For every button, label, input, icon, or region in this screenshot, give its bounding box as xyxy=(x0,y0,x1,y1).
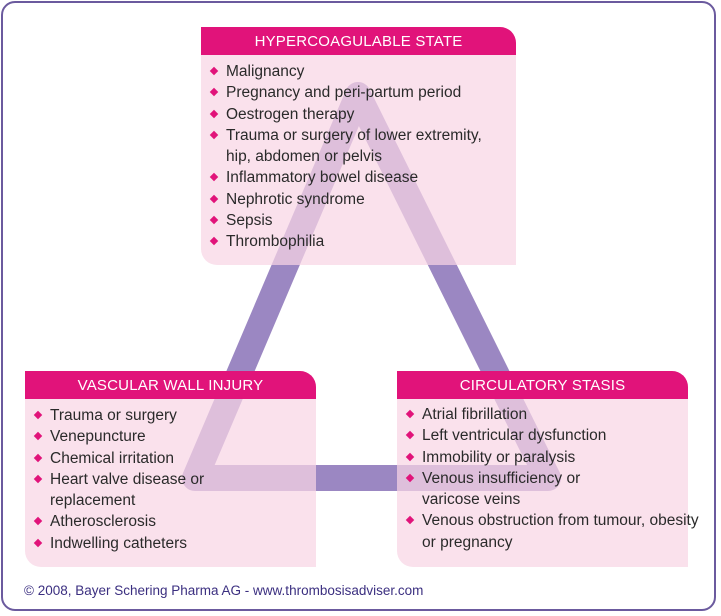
diamond-bullet-icon xyxy=(405,409,415,419)
copyright-footer: © 2008, Bayer Schering Pharma AG - www.t… xyxy=(24,583,424,598)
list-item: Sepsis xyxy=(201,210,516,231)
hypercoagulable-state-box: HYPERCOAGULABLE STATE Malignancy Pregnan… xyxy=(201,27,516,265)
diamond-bullet-icon xyxy=(33,410,43,420)
vascular-wall-injury-title: VASCULAR WALL INJURY xyxy=(25,371,316,399)
diamond-bullet-icon xyxy=(405,452,415,461)
list-item: Nephrotic syndrome xyxy=(201,189,516,210)
circulatory-stasis-box: CIRCULATORY STASIS Atrial fibrillation L… xyxy=(397,371,699,567)
diamond-bullet-icon xyxy=(33,453,43,462)
hypercoagulable-state-title: HYPERCOAGULABLE STATE xyxy=(201,27,516,55)
list-item: Chemical irritation xyxy=(25,448,316,469)
list-item: Venepuncture xyxy=(25,426,316,447)
circulatory-stasis-title: CIRCULATORY STASIS xyxy=(397,371,688,399)
list-item: Venous insufficiency or varicose veins xyxy=(397,468,622,511)
list-item: Immobility or paralysis xyxy=(397,447,688,468)
diamond-bullet-icon xyxy=(209,215,219,225)
diamond-bullet-icon xyxy=(405,516,415,525)
diamond-bullet-icon xyxy=(209,88,219,97)
vascular-wall-injury-list: Trauma or surgery Venepuncture Chemical … xyxy=(25,399,316,554)
list-item: Thrombophilia xyxy=(201,231,516,252)
diamond-bullet-icon xyxy=(33,474,43,484)
list-item: Atrial fibrillation xyxy=(397,404,688,425)
circulatory-stasis-list: Atrial fibrillation Left ventricular dys… xyxy=(397,399,699,553)
diamond-bullet-icon xyxy=(209,109,219,118)
diamond-bullet-icon xyxy=(33,517,43,526)
list-item: Atherosclerosis xyxy=(25,511,316,532)
diamond-bullet-icon xyxy=(209,130,219,140)
list-item: Trauma or surgery of lower extremity, hi… xyxy=(201,125,486,168)
diamond-bullet-icon xyxy=(209,237,219,246)
diamond-bullet-icon xyxy=(405,431,415,440)
list-item: Trauma or surgery xyxy=(25,405,316,426)
diamond-bullet-icon xyxy=(209,194,219,204)
triangle-outline xyxy=(182,82,561,491)
diamond-bullet-icon xyxy=(209,173,219,182)
list-item: Pregnancy and peri-partum period xyxy=(201,82,516,103)
list-item: Left ventricular dysfunction xyxy=(397,425,688,446)
hypercoagulable-state-list: Malignancy Pregnancy and peri-partum per… xyxy=(201,55,516,253)
diamond-bullet-icon xyxy=(33,432,43,441)
diamond-bullet-icon xyxy=(405,473,415,483)
list-item: Venous obstruction from tumour, obesity … xyxy=(397,510,702,553)
list-item: Malignancy xyxy=(201,61,516,82)
diamond-bullet-icon xyxy=(33,538,43,548)
list-item: Heart valve disease or replacement xyxy=(25,469,265,512)
diamond-bullet-icon xyxy=(209,66,219,76)
list-item: Indwelling catheters xyxy=(25,533,316,554)
list-item: Oestrogen therapy xyxy=(201,104,516,125)
list-item: Inflammatory bowel disease xyxy=(201,167,516,188)
vascular-wall-injury-box: VASCULAR WALL INJURY Trauma or surgery V… xyxy=(25,371,316,567)
